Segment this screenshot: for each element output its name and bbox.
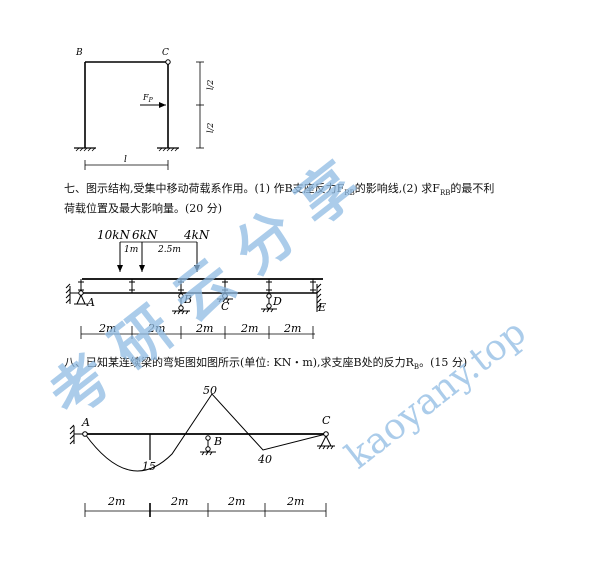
load-label-4kn: 4kN (183, 228, 210, 242)
q8-span-2: 2m (170, 495, 188, 508)
q7-line1-part-1: 七、图示结构,受集中移动荷载系作用。(1) 作B支座反力F (64, 182, 345, 195)
support-label-a: A (86, 296, 95, 309)
support-label-d: D (272, 295, 282, 308)
q8-text-sub: B (413, 363, 420, 372)
load-arrow-fp: FP (140, 93, 166, 108)
frame-figure: B C FP (74, 48, 215, 170)
q7-beam-figure: 10kN 6kN 4kN 1m 2.5m (65, 228, 326, 339)
q7-line1-part-2: 的影响线,(2) 求F (354, 182, 440, 195)
moment-label-15: 15 (142, 460, 156, 473)
node-label-c: C (162, 48, 169, 58)
q8-support-a (69, 424, 88, 445)
q7-span-4: 2m (240, 322, 258, 335)
q7-span-1: 2m (98, 322, 116, 335)
fixed-support-right (157, 147, 179, 152)
q8-support-label-b: B (213, 435, 222, 448)
support-d (261, 293, 277, 313)
q8-span-3: 2m (227, 495, 245, 508)
load-gap-2-5m: 2.5m (157, 245, 181, 255)
support-e (316, 283, 322, 312)
load-label-10kn: 10kN (97, 228, 131, 242)
load-label-6kn: 6kN (132, 228, 158, 242)
load-label-fp: FP (142, 93, 154, 104)
support-label-b: B (183, 293, 192, 306)
q7-span-dimensions (80, 326, 315, 339)
q8-span-1: 2m (107, 495, 125, 508)
support-label-c: C (221, 300, 230, 313)
q7-line1-part-3: 的最不利 (450, 182, 495, 195)
moving-load-system: 10kN 6kN 4kN 1m 2.5m (97, 228, 210, 272)
q8-support-label-c: C (322, 414, 331, 427)
q8-span-dimensions (84, 503, 327, 517)
support-a (65, 283, 88, 305)
watermark-text-url: kaoyany.top (338, 312, 534, 477)
fixed-support-left (74, 147, 96, 152)
q7-line1-sub-1: RB (344, 189, 355, 198)
load-gap-1m: 1m (124, 245, 138, 255)
q7-text-line-1: 七、图示结构,受集中移动荷载系作用。(1) 作B支座反力FRB的影响线,(2) … (64, 180, 494, 202)
cross-beams (78, 279, 316, 293)
moment-label-40: 40 (257, 453, 272, 466)
q7-text-line-2: 荷载位置及最大影响量。(20 分) (64, 202, 223, 215)
q7-span-5: 2m (283, 322, 301, 335)
q8-support-c (317, 431, 335, 450)
dim-label-span: l (124, 155, 127, 165)
q8-text: 八、已知某连续梁的弯矩图如图所示(单位: KN・m),求支座B处的反力RB。(1… (64, 354, 467, 376)
horizontal-dimension: l (84, 155, 169, 170)
support-label-e: E (317, 301, 326, 314)
q8-span-4: 2m (286, 495, 304, 508)
dim-label-top: l/2 (206, 80, 215, 90)
support-b (172, 293, 190, 315)
q7-span-3: 2m (195, 322, 213, 335)
q8-support-label-a: A (81, 416, 90, 429)
moment-diagram-curve (84, 393, 327, 472)
support-c (217, 293, 233, 303)
dim-label-bottom: l/2 (206, 123, 215, 133)
q7-span-2: 2m (147, 322, 165, 335)
vertical-dimension: l/2 l/2 (196, 61, 215, 149)
q8-moment-figure: 50 15 40 A B C (69, 384, 335, 517)
node-label-b: B (75, 48, 83, 58)
q8-text-part-2: 。(15 分) (419, 356, 468, 369)
moment-label-50: 50 (203, 384, 217, 397)
q8-text-part-1: 八、已知某连续梁的弯矩图如图所示(单位: KN・m),求支座B处的反力R (64, 356, 414, 369)
q8-support-b (200, 435, 216, 456)
q7-line1-sub-2: RB (439, 189, 451, 198)
